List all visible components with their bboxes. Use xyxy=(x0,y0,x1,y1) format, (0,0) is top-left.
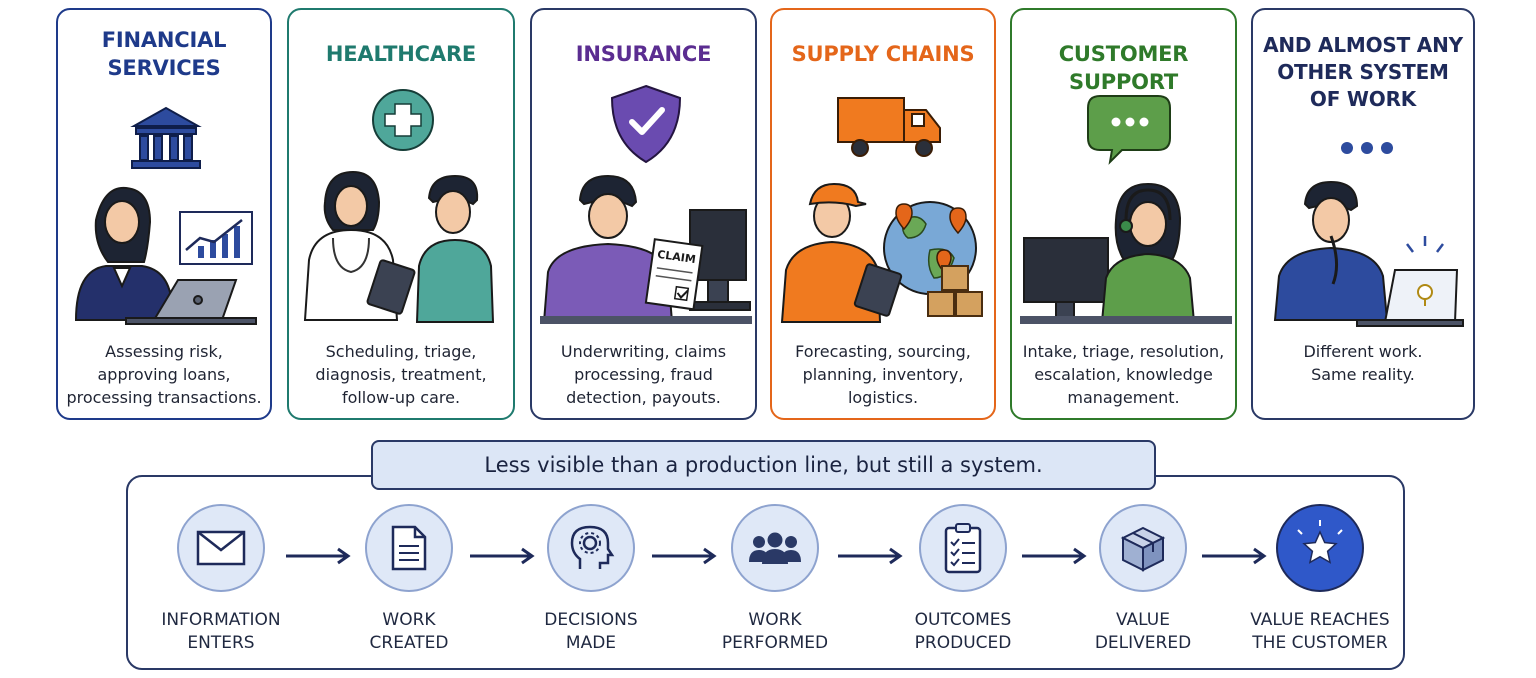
system-banner: Less visible than a production line, but… xyxy=(371,440,1156,490)
patient-illustration xyxy=(415,174,495,323)
delivery-truck-icon xyxy=(837,97,941,157)
checklist-icon xyxy=(944,523,982,574)
flow-step-information-enters: INFORMATION ENTERS xyxy=(136,504,306,655)
flow-step-label: WORK PERFORMED xyxy=(721,610,829,653)
support-agent-illustration xyxy=(1100,182,1196,323)
card-description: Assessing risk, approving loans, process… xyxy=(66,342,262,407)
insurance-scene: CLAIM xyxy=(540,84,752,324)
flow-step-circle xyxy=(365,504,453,592)
card-supply-chains: SUPPLY CHAINS xyxy=(770,8,996,420)
supply-chain-scene xyxy=(780,97,983,323)
woman-banker-illustration xyxy=(74,186,173,321)
star-icon xyxy=(1297,520,1343,564)
value-flow: INFORMATION ENTERS WORK CREATED xyxy=(126,475,1405,670)
flow-step-circle xyxy=(547,504,635,592)
team-icon xyxy=(749,532,801,564)
flow-step-label: INFORMATION ENTERS xyxy=(161,610,281,653)
chat-bubble-icon xyxy=(1087,95,1171,165)
flow-step-decisions-made: DECISIONS MADE xyxy=(506,504,676,655)
flow-step-label: WORK CREATED xyxy=(369,610,449,653)
desk xyxy=(540,316,752,324)
arrow-icon xyxy=(652,547,717,565)
boxes-icon xyxy=(927,265,983,317)
flow-step-label: DECISIONS MADE xyxy=(544,610,638,653)
flow-step-label: VALUE DELIVERED xyxy=(1094,610,1192,653)
card-healthcare: HEALTHCARE Scheduling, triage, diagnosis… xyxy=(287,8,515,420)
head-gear-icon xyxy=(570,525,615,569)
card-title: HEALTHCARE xyxy=(325,42,477,66)
flow-step-circle xyxy=(731,504,819,592)
arrow-icon xyxy=(1202,547,1267,565)
card-title: FINANCIAL SERVICES xyxy=(101,28,227,80)
flow-step-work-performed: WORK PERFORMED xyxy=(690,504,860,655)
flow-step-circle xyxy=(919,504,1007,592)
card-description: Intake, triage, resolution, escalation, … xyxy=(1022,342,1225,407)
tablet-icon xyxy=(853,263,903,317)
medical-cross-icon xyxy=(372,89,434,151)
package-icon xyxy=(1120,526,1166,572)
card-description: Different work. Same reality. xyxy=(1303,342,1423,384)
card-other-systems: AND ALMOST ANY OTHER SYSTEM OF WORK Diff… xyxy=(1251,8,1475,420)
laptop-idea-icon xyxy=(1356,236,1464,327)
tablet-icon xyxy=(366,259,416,315)
flow-step-circle-highlight xyxy=(1276,504,1364,592)
document-icon xyxy=(391,525,427,571)
bank-icon xyxy=(130,106,202,169)
customer-support-scene xyxy=(1020,95,1232,324)
card-description: Scheduling, triage, diagnosis, treatment… xyxy=(315,342,487,407)
card-title: CUSTOMER SUPPORT xyxy=(1058,42,1189,94)
card-financial-services: FINANCIAL SERVICES Assessing risk, appro xyxy=(56,8,272,420)
flow-step-work-created: WORK CREATED xyxy=(324,504,494,655)
card-customer-support: CUSTOMER SUPPORT Intake, triage, resolut… xyxy=(1010,8,1237,420)
flow-step-value-reaches-customer: VALUE REACHES THE CUSTOMER xyxy=(1235,504,1405,655)
healthcare-scene xyxy=(303,89,495,323)
monitor-icon xyxy=(1023,237,1109,319)
flow-step-circle xyxy=(1099,504,1187,592)
card-insurance: INSURANCE CLAIM Underwri xyxy=(530,8,757,420)
card-title: SUPPLY CHAINS xyxy=(791,42,975,66)
desk xyxy=(1020,316,1232,324)
thinking-person-illustration xyxy=(1273,180,1389,321)
arrow-icon xyxy=(1022,547,1087,565)
other-scene xyxy=(1273,142,1464,327)
arrow-icon xyxy=(470,547,535,565)
laptop-icon xyxy=(125,279,257,325)
flow-step-outcomes-produced: OUTCOMES PRODUCED xyxy=(878,504,1048,655)
flow-step-circle xyxy=(177,504,265,592)
shield-check-icon xyxy=(610,84,682,164)
card-title: AND ALMOST ANY OTHER SYSTEM OF WORK xyxy=(1263,33,1463,111)
financial-scene xyxy=(74,106,257,325)
arrow-icon xyxy=(286,547,351,565)
card-description: Forecasting, sourcing, planning, invento… xyxy=(795,342,971,407)
claim-label: CLAIM xyxy=(657,248,697,266)
card-description: Underwriting, claims processing, fraud d… xyxy=(560,342,727,407)
arrow-icon xyxy=(838,547,903,565)
flow-step-value-delivered: VALUE DELIVERED xyxy=(1058,504,1228,655)
map-pin-icon xyxy=(895,203,967,274)
chart-icon xyxy=(179,211,253,265)
card-title: INSURANCE xyxy=(575,42,712,66)
flow-step-label: VALUE REACHES THE CUSTOMER xyxy=(1250,610,1390,653)
ellipsis-icon xyxy=(1341,142,1393,154)
flow-step-label: OUTCOMES PRODUCED xyxy=(914,610,1012,653)
claim-form-icon: CLAIM xyxy=(644,238,704,311)
envelope-icon xyxy=(196,530,246,566)
